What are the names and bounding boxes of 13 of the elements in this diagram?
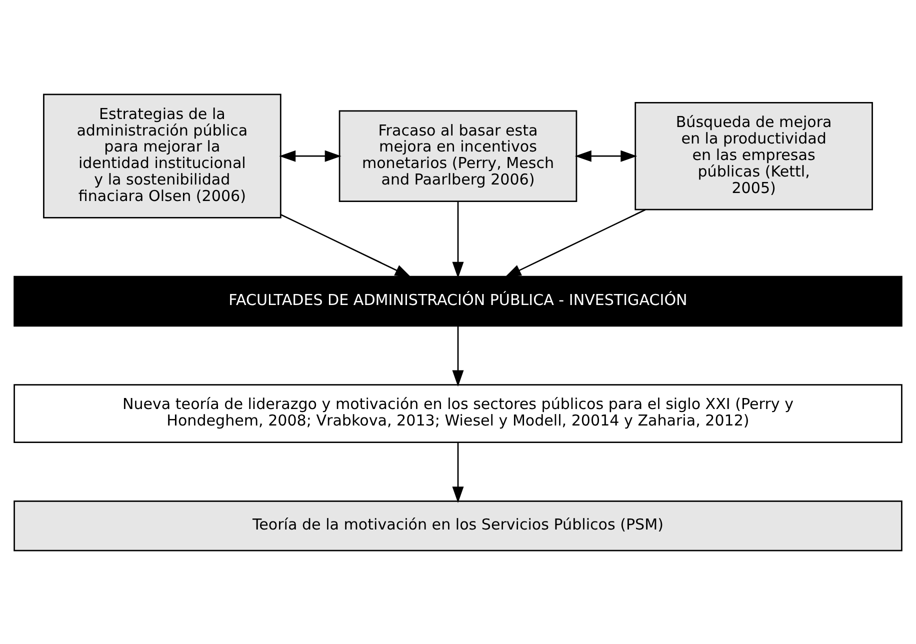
arrow — [280, 213, 412, 277]
arrow — [452, 326, 464, 386]
arrow — [452, 442, 464, 503]
node-box: FACULTADES DE ADMINISTRACIÓN PÚBLICA - INVESTIGACIÓN — [14, 275, 902, 326]
node-box: Búsqueda de mejora en la productividad en las empresas públicas (Kettl, 2005) — [634, 102, 873, 210]
node-box: Estrategias de la administración pública para mejorar la identidad institucional y la sostenibilidad finaciara Olsen (2006) — [43, 93, 282, 218]
arrow — [452, 200, 464, 278]
arrow — [504, 208, 646, 277]
node-box: Fracaso al basar esta mejora en incentivos monetarios (Perry, Mesch and Paarlberg 2006) — [338, 110, 578, 202]
node-box: Nueva teoría de liderazgo y motivación en los sectores públicos para el siglo XXI (Perry y Hondeghem, 2008; Vrabkova, 2013; Wiesel y Modell, 20014 y Zaharia, 2012) — [14, 384, 902, 443]
node-box: Teoría de la motivación en los Servicios Públicos (PSM) — [14, 500, 902, 551]
arrow — [574, 150, 638, 162]
arrow — [279, 150, 342, 162]
